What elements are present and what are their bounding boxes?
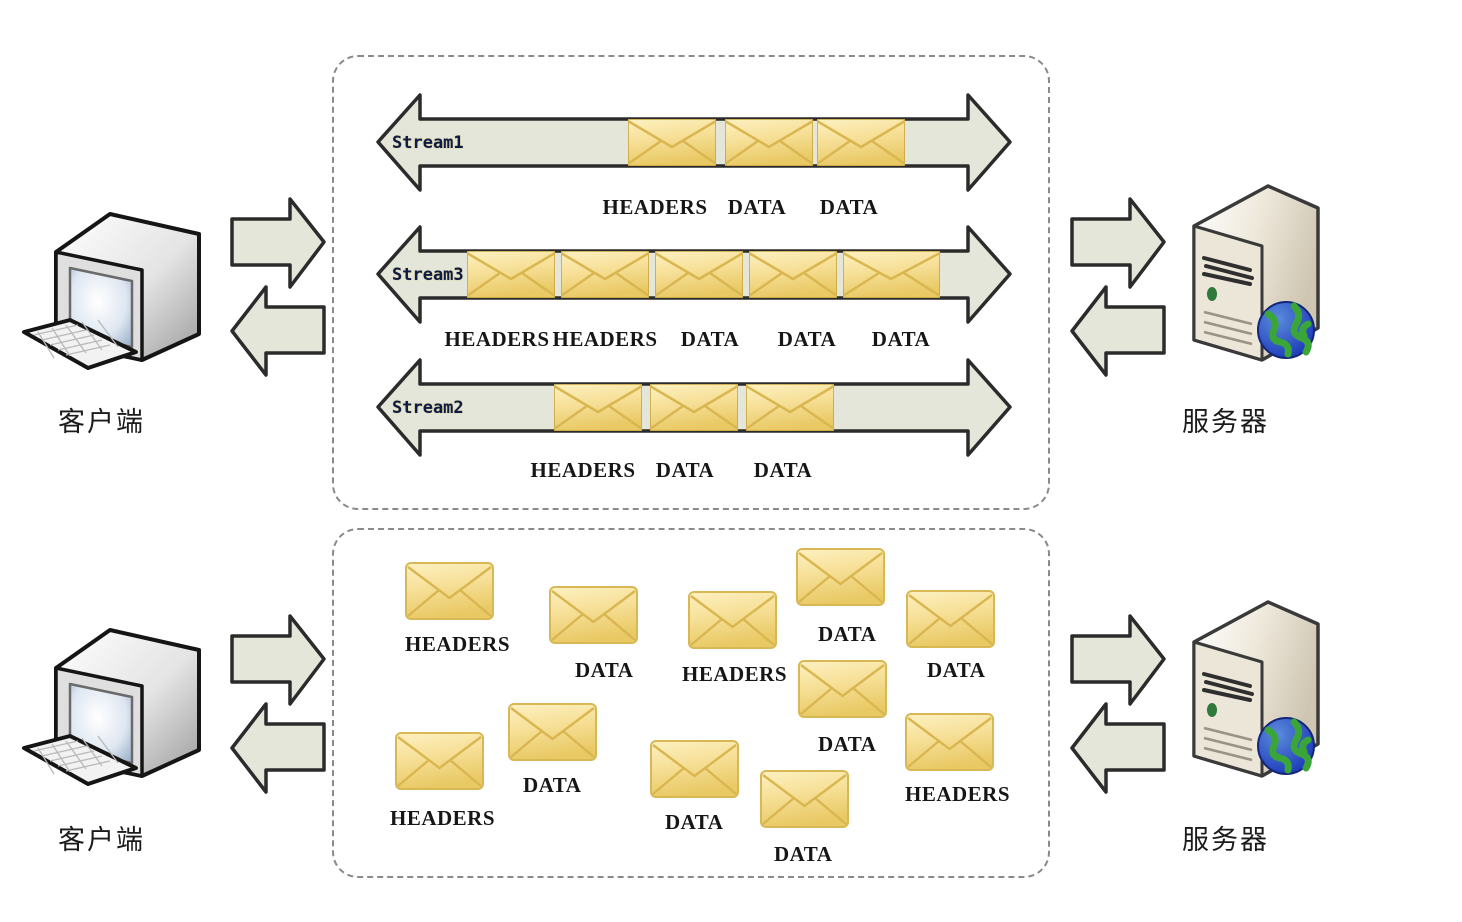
loose-frame-envelope (395, 732, 484, 790)
loose-frame-caption: DATA (575, 658, 634, 682)
frame-caption: DATA (680, 327, 740, 351)
exchange-arrows-client-bottom (228, 612, 328, 802)
stream-label-1: Stream1 (392, 133, 464, 153)
loose-frames-panel (332, 528, 1050, 878)
frame-caption: HEADERS (552, 327, 658, 351)
stream-row-3: Stream3 (374, 222, 1014, 327)
exchange-arrows-client-top (228, 195, 328, 385)
multiplexed-streams-panel (332, 55, 1050, 510)
loose-frame-envelope (906, 590, 995, 648)
frame-caption: HEADERS (602, 195, 708, 219)
frame-caption: DATA (777, 327, 837, 351)
loose-frame-envelope (549, 586, 638, 644)
loose-frame-caption: HEADERS (390, 806, 496, 830)
client-label-bottom: 客户端 (58, 825, 145, 856)
arrow-right-icon (1070, 197, 1166, 289)
arrow-right-icon (230, 614, 326, 706)
frame-caption: DATA (819, 195, 879, 219)
frame-caption: DATA (727, 195, 787, 219)
client-label-top: 客户端 (58, 407, 145, 438)
loose-frame-envelope (688, 591, 777, 649)
stream-label-3: Stream3 (392, 265, 464, 285)
loose-frame-caption: HEADERS (405, 632, 511, 656)
server-label-bottom: 服务器 (1182, 825, 1269, 856)
loose-frame-envelope (508, 703, 597, 761)
loose-frame-envelope (905, 713, 994, 771)
arrow-left-icon (230, 285, 326, 377)
server-bottom (1176, 594, 1336, 794)
arrow-left-icon (1070, 285, 1166, 377)
exchange-arrows-server-bottom (1068, 612, 1168, 802)
loose-frame-caption: DATA (927, 658, 986, 682)
client-computer-bottom (14, 608, 214, 798)
frame-caption: HEADERS (530, 458, 636, 482)
frame-caption: DATA (753, 458, 813, 482)
server-label-top: 服务器 (1182, 407, 1269, 438)
loose-frame-caption: DATA (523, 773, 582, 797)
frame-caption: HEADERS (444, 327, 550, 351)
stream-row-2: Stream2 (374, 355, 1014, 460)
loose-frame-caption: DATA (818, 622, 877, 646)
server-top (1176, 178, 1336, 378)
loose-frame-caption: HEADERS (682, 662, 788, 686)
exchange-arrows-server-top (1068, 195, 1168, 385)
loose-frame-caption: DATA (818, 732, 877, 756)
arrow-left-icon (1070, 702, 1166, 794)
loose-frame-envelope (650, 740, 739, 798)
arrow-right-icon (230, 197, 326, 289)
loose-frame-caption: HEADERS (905, 782, 1011, 806)
loose-frame-envelope (798, 660, 887, 718)
frame-caption: DATA (655, 458, 715, 482)
stream-label-2: Stream2 (392, 398, 464, 418)
arrow-right-icon (1070, 614, 1166, 706)
loose-frame-envelope (405, 562, 494, 620)
client-computer-top (14, 192, 214, 382)
loose-frame-envelope (796, 548, 885, 606)
loose-frame-caption: DATA (665, 810, 724, 834)
arrow-left-icon (230, 702, 326, 794)
loose-frame-envelope (760, 770, 849, 828)
frame-caption: DATA (871, 327, 931, 351)
loose-frame-caption: DATA (774, 842, 833, 866)
stream-row-1: Stream1 (374, 90, 1014, 195)
